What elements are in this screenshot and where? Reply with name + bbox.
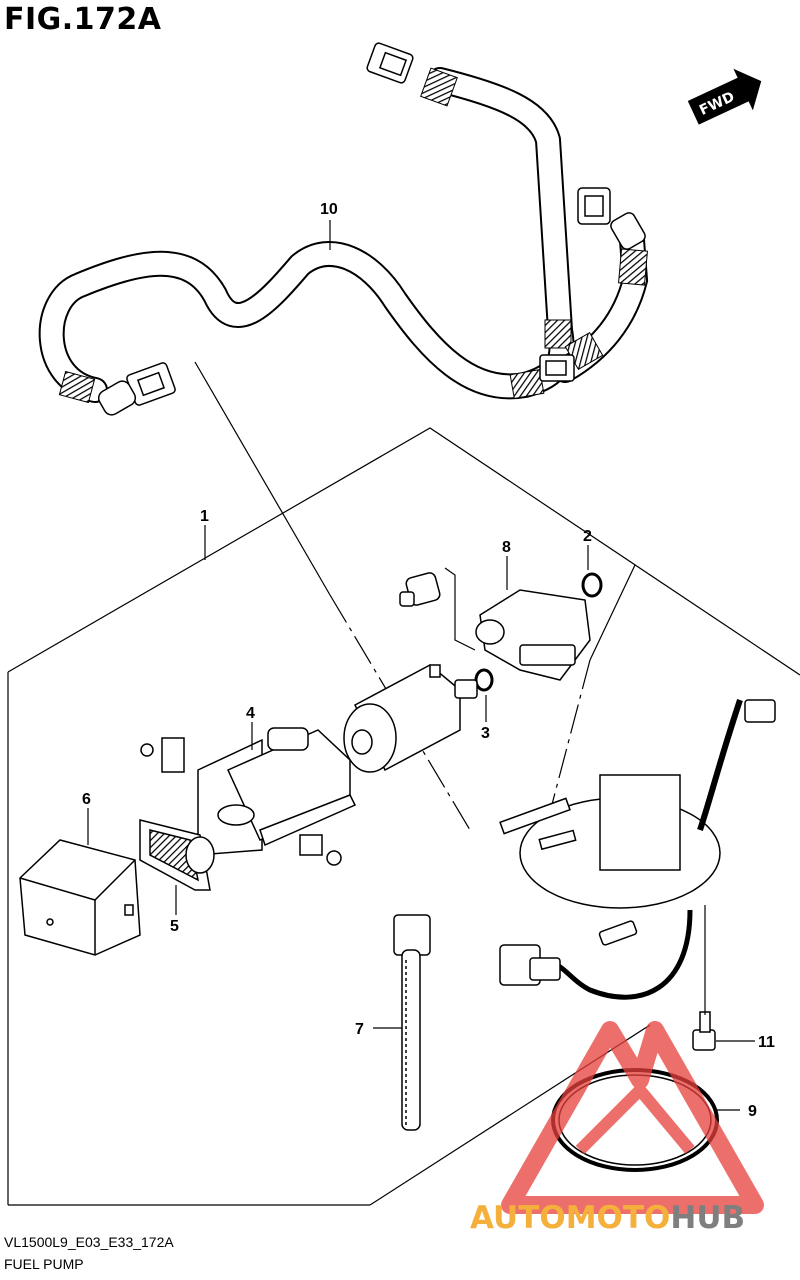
part-5-filter: [139, 819, 215, 891]
fwd-arrow-icon: FWD: [687, 68, 762, 125]
callout-4: 4: [246, 705, 255, 722]
part-3-o-ring: [474, 668, 494, 692]
watermark-text-part2: HUB: [670, 1200, 745, 1236]
automotohub-logo: [501, 1021, 764, 1214]
callout-11: 11: [758, 1034, 775, 1051]
callout-6: 6: [82, 791, 91, 808]
leader-lines: [87, 220, 755, 1111]
fuel-hose-assembly: [38, 42, 649, 416]
watermark-text-part1: AUTOMOTO: [470, 1200, 670, 1236]
fuel-pump-motor: [343, 664, 478, 773]
callout-8: 8: [502, 539, 511, 556]
figure-title: FIG.172A: [4, 2, 162, 37]
figure-name: FUEL PUMP: [4, 1256, 84, 1272]
callout-3: 3: [481, 725, 490, 742]
watermark-text: AUTOMOTOHUB: [470, 1200, 745, 1236]
callout-5: 5: [170, 918, 179, 935]
mounting-bolts: [299, 834, 716, 1051]
model-code: VL1500L9_E03_E33_172A: [4, 1234, 174, 1250]
callout-1: 1: [200, 508, 209, 525]
part-2-o-ring: [581, 572, 603, 598]
callout-2: 2: [583, 528, 592, 545]
callout-9: 9: [748, 1103, 757, 1120]
part-7-cable-tie: [393, 914, 431, 1131]
part-4-pump-housing: [140, 727, 357, 856]
callout-7: 7: [355, 1021, 364, 1038]
pump-base-plate: [499, 699, 776, 1000]
callout-numbers: 10 1 8 2 3 4 6 5 7 11 9: [82, 201, 775, 1120]
part-8-regulator: [399, 572, 591, 681]
callout-10: 10: [320, 201, 338, 218]
part-6-cover: [19, 839, 141, 956]
